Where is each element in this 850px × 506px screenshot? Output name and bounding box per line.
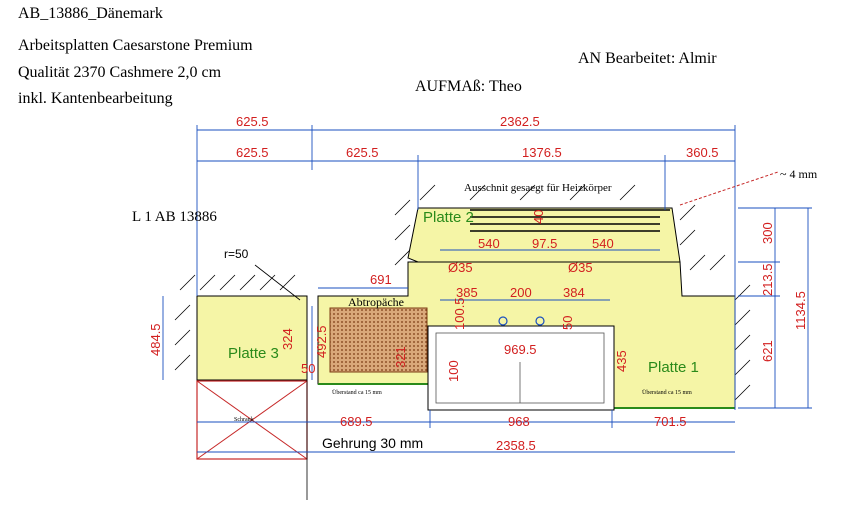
dim-2135: 213.5	[760, 263, 775, 296]
quality-line: Qualität 2370 Cashmere 2,0 cm	[18, 64, 222, 81]
dim-4925: 492.5	[314, 325, 329, 358]
radius-label: r=50	[224, 247, 249, 261]
plate-3-label: Platte 3	[228, 345, 279, 362]
dim-row2-d: 360.5	[686, 145, 719, 160]
cabinet-cross-b	[196, 380, 308, 460]
dim-435: 435	[614, 350, 629, 372]
dim-9695: 969.5	[504, 342, 537, 357]
dim-385: 385	[456, 285, 478, 300]
dim-bottom-23585: 2358.5	[496, 438, 536, 453]
edge-line: inkl. Kantenbearbeitung	[18, 90, 173, 107]
dim-row2-a: 625.5	[236, 145, 269, 160]
dim-top-left: 625.5	[236, 114, 269, 129]
plate-2-label: Platte 2	[423, 209, 474, 226]
dim-cut-540a: 540	[478, 236, 500, 251]
overhang-right: Überstand ca 15 mm	[642, 389, 692, 396]
dim-cut-40: 40	[531, 210, 546, 224]
backsplash-label: Abtropäche	[348, 295, 404, 309]
order-title: AB_13886_Dänemark	[18, 5, 163, 22]
tap-hole-right	[535, 316, 545, 326]
dim-bottom-7015: 701.5	[654, 414, 687, 429]
dim-4845: 484.5	[148, 323, 163, 356]
dim-300: 300	[760, 222, 775, 244]
dim-row2-b: 625.5	[346, 145, 379, 160]
dim-50a: 50	[301, 361, 315, 376]
dim-d35a: Ø35	[448, 260, 473, 275]
cut-note: Ausschnit gesaegt für Heizkörper	[464, 182, 612, 194]
dim-324: 324	[280, 328, 295, 350]
dim-321: 321	[393, 346, 408, 368]
tap-hole-left	[498, 316, 508, 326]
l1-label: L 1 AB 13886	[132, 209, 217, 225]
dim-200: 200	[510, 285, 532, 300]
dim-cut-975: 97.5	[532, 236, 557, 251]
plate-3-shape	[196, 295, 308, 381]
dim-cut-540b: 540	[592, 236, 614, 251]
miter-label: Gehrung 30 mm	[322, 435, 423, 451]
dim-row2-c: 1376.5	[522, 145, 562, 160]
radiator-cut-lines	[470, 209, 670, 232]
dim-100: 100	[446, 360, 461, 382]
plate-1-label: Platte 1	[648, 359, 699, 376]
dim-1005: 100.5	[452, 297, 467, 330]
dim-11345: 1134.5	[793, 291, 808, 330]
wall-hatching	[174, 184, 751, 401]
dim-bottom-6895: 689.5	[340, 414, 373, 429]
cabinet-label: Schrank	[234, 417, 254, 423]
material-line: Arbeitsplatten Caesarstone Premium	[18, 37, 253, 54]
editor-label: AN Bearbeitet: Almir	[578, 50, 717, 67]
dim-top-total: 2362.5	[500, 114, 540, 129]
dim-691: 691	[370, 272, 392, 287]
dim-50b: 50	[560, 316, 575, 330]
dimension-lines	[162, 125, 812, 453]
dim-d35b: Ø35	[568, 260, 593, 275]
dim-bottom-968: 968	[508, 414, 530, 429]
approx-pointer	[679, 171, 779, 206]
overhang-left: Überstand ca 15 mm	[332, 389, 382, 396]
dim-621: 621	[760, 340, 775, 362]
dim-384: 384	[563, 285, 585, 300]
drainboard-area	[329, 307, 428, 373]
approx-note: ~ 4 mm	[780, 167, 818, 181]
measure-label: AUFMAß: Theo	[415, 78, 522, 95]
radius-pointer	[254, 264, 301, 301]
